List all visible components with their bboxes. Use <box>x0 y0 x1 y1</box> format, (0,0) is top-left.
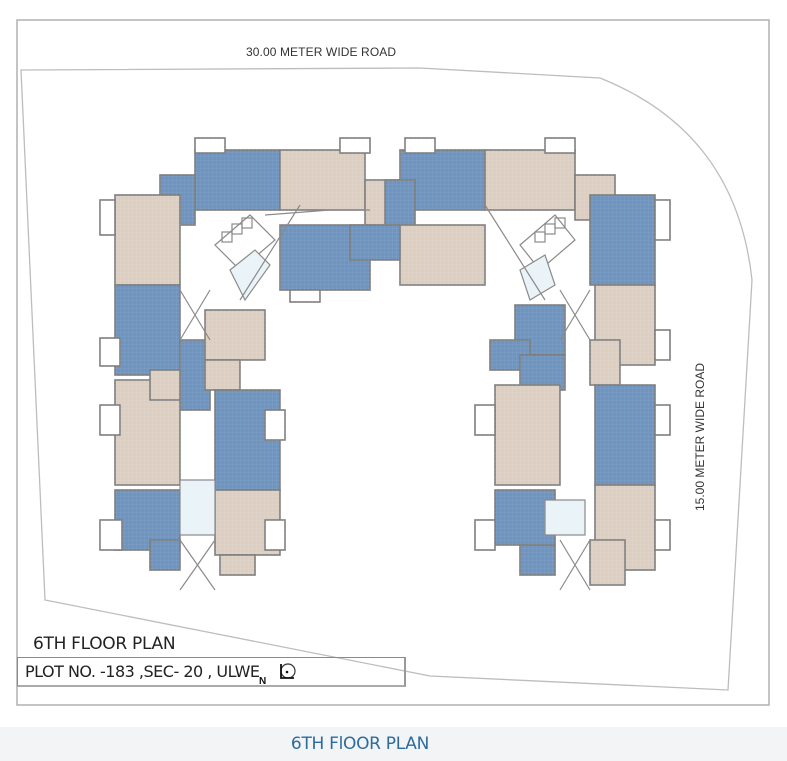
drawing-frame <box>16 19 770 706</box>
caption-bar: 6TH FlOOR PLAN <box>0 727 787 761</box>
image-caption: 6TH FlOOR PLAN <box>290 734 430 754</box>
floor-plan-drawing <box>16 19 770 706</box>
road-label-right: 15.00 METER WIDE ROAD <box>693 362 707 512</box>
plan-title: 6TH FLOOR PLAN <box>33 634 176 654</box>
north-arrow-icon <box>280 663 296 679</box>
core-areas <box>179 204 591 591</box>
plot-label: PLOT NO. -183 ,SEC- 20 , ULWE <box>25 662 260 681</box>
plot-info-box: PLOT NO. -183 ,SEC- 20 , ULWE <box>17 657 406 687</box>
floor-plan-sheet: 30.00 METER WIDE ROAD 15.00 METER WIDE R… <box>16 19 770 706</box>
north-label: N <box>259 676 267 687</box>
road-label-top: 30.00 METER WIDE ROAD <box>246 45 397 59</box>
plot-boundary <box>20 67 753 691</box>
